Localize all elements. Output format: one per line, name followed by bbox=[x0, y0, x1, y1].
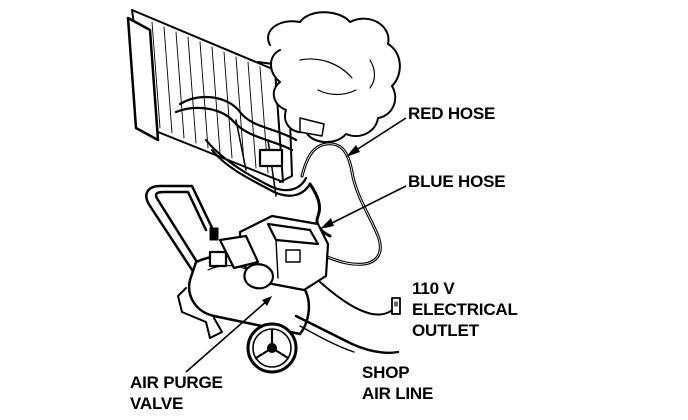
label-purge-line-1: AIR PURGE bbox=[130, 373, 223, 392]
flusher-unit bbox=[208, 214, 330, 292]
label-red-hose: RED HOSE bbox=[408, 104, 496, 123]
label-purge-line-2: VALVE bbox=[130, 394, 184, 413]
label-electrical-outlet: 110 V ELECTRICAL OUTLET bbox=[412, 278, 518, 341]
blue-hose bbox=[308, 182, 332, 238]
label-shop-air-line: SHOP AIR LINE bbox=[362, 362, 433, 404]
leader-lines bbox=[185, 117, 407, 373]
label-outlet-line-3: OUTLET bbox=[412, 321, 479, 340]
engine bbox=[267, 11, 401, 143]
electrical-outlet bbox=[391, 297, 401, 315]
label-outlet-line-2: ELECTRICAL bbox=[412, 300, 518, 319]
label-air-purge-valve: AIR PURGE VALVE bbox=[130, 372, 223, 414]
shop-air-line bbox=[294, 314, 400, 354]
label-outlet-line-1: 110 V bbox=[412, 279, 455, 298]
compressor-wheel bbox=[246, 322, 298, 374]
label-shop-air-line-1: SHOP bbox=[362, 363, 410, 382]
label-blue-hose: BLUE HOSE bbox=[408, 172, 506, 191]
hose-bundle bbox=[174, 96, 325, 197]
label-shop-air-line-2: AIR LINE bbox=[362, 384, 434, 403]
electrical-cord bbox=[319, 281, 397, 316]
compressor-handle bbox=[145, 184, 216, 278]
